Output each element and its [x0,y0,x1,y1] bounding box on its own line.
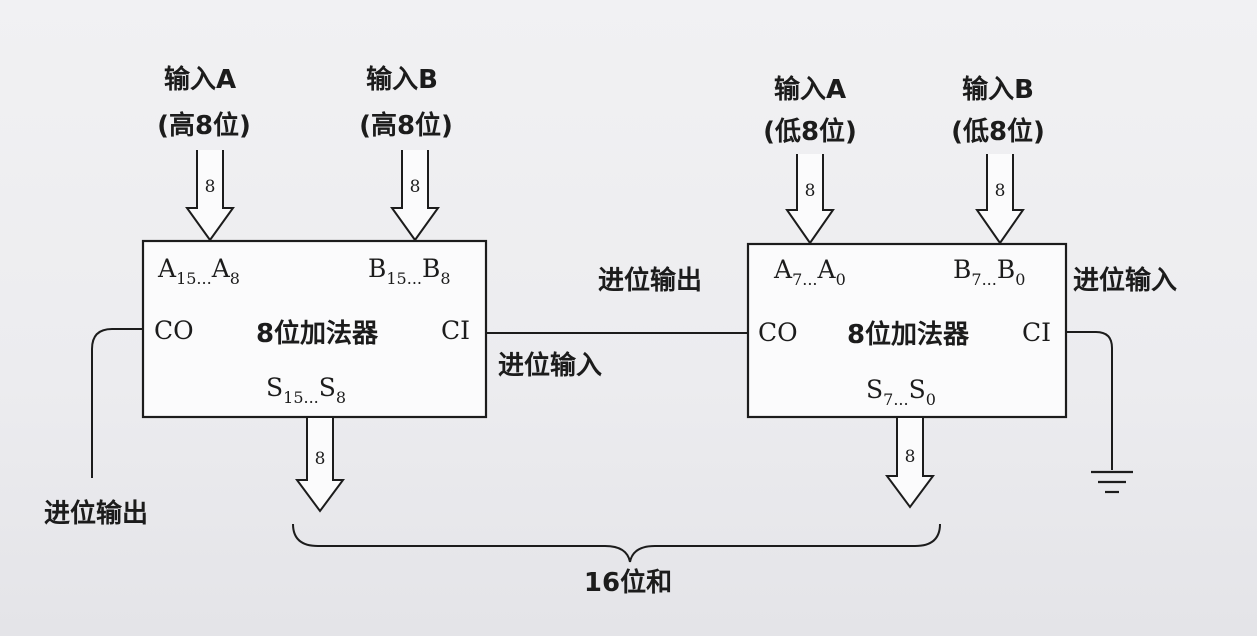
left-carry-out-wire [91,328,143,478]
right-adder-a-pins: A7...A0 [773,255,846,289]
left-adder-block: A15...A8 B15...B8 CO CI 8位加法器 S15...S8 [141,239,488,419]
left-input-b-label: 输入B [366,64,438,95]
right-input-a-label: 输入A [774,74,846,105]
right-b-bus-arrow: 8 [975,154,1025,245]
left-input-b-range: (高8位) [359,110,453,141]
left-sum-bus-arrow: 8 [295,418,345,513]
sum-label: 16位和 [584,567,672,598]
right-adder-s-pins: S7...S0 [866,375,936,409]
left-adder-a-pins: A15...A8 [157,254,240,288]
right-adder-title: 8位加法器 [847,319,970,350]
left-adder-b-pins: B15...B8 [368,254,451,288]
left-input-a-range: (高8位) [157,110,251,141]
right-input-b-label: 输入B [962,74,1034,105]
left-input-a-label: 输入A [164,64,236,95]
right-adder-block: A7...A0 B7...B0 CO CI 8位加法器 S7...S0 [746,242,1068,419]
ground-icon [1091,470,1133,494]
middle-carry-in-label: 进位输入 [498,350,602,381]
middle-carry-out-label: 进位输出 [598,265,702,296]
left-carry-out-label: 进位输出 [44,498,148,529]
left-adder-co-pin: CO [154,316,194,345]
right-a-bus-width: 8 [805,181,816,201]
left-adder-title: 8位加法器 [256,318,379,349]
right-adder-co-pin: CO [758,318,798,347]
right-sum-bus-width: 8 [905,447,916,467]
left-sum-bus-width: 8 [315,449,326,469]
left-b-bus-width: 8 [410,177,421,197]
sum-brace [292,523,941,563]
left-adder-s-pins: S15...S8 [266,373,346,407]
right-input-a-range: (低8位) [763,116,857,147]
right-input-b-range: (低8位) [951,116,1045,147]
right-sum-bus-arrow: 8 [885,418,935,509]
right-adder-ci-pin: CI [1022,318,1051,347]
left-a-bus-arrow: 8 [185,150,235,242]
right-carry-in-label: 进位输入 [1073,265,1177,296]
right-a-bus-arrow: 8 [785,154,835,245]
right-carry-in-wire [1066,331,1113,470]
left-b-bus-arrow: 8 [390,150,440,242]
right-adder-b-pins: B7...B0 [953,255,1025,289]
left-a-bus-width: 8 [205,177,216,197]
right-b-bus-width: 8 [995,181,1006,201]
left-adder-ci-pin: CI [441,316,470,345]
